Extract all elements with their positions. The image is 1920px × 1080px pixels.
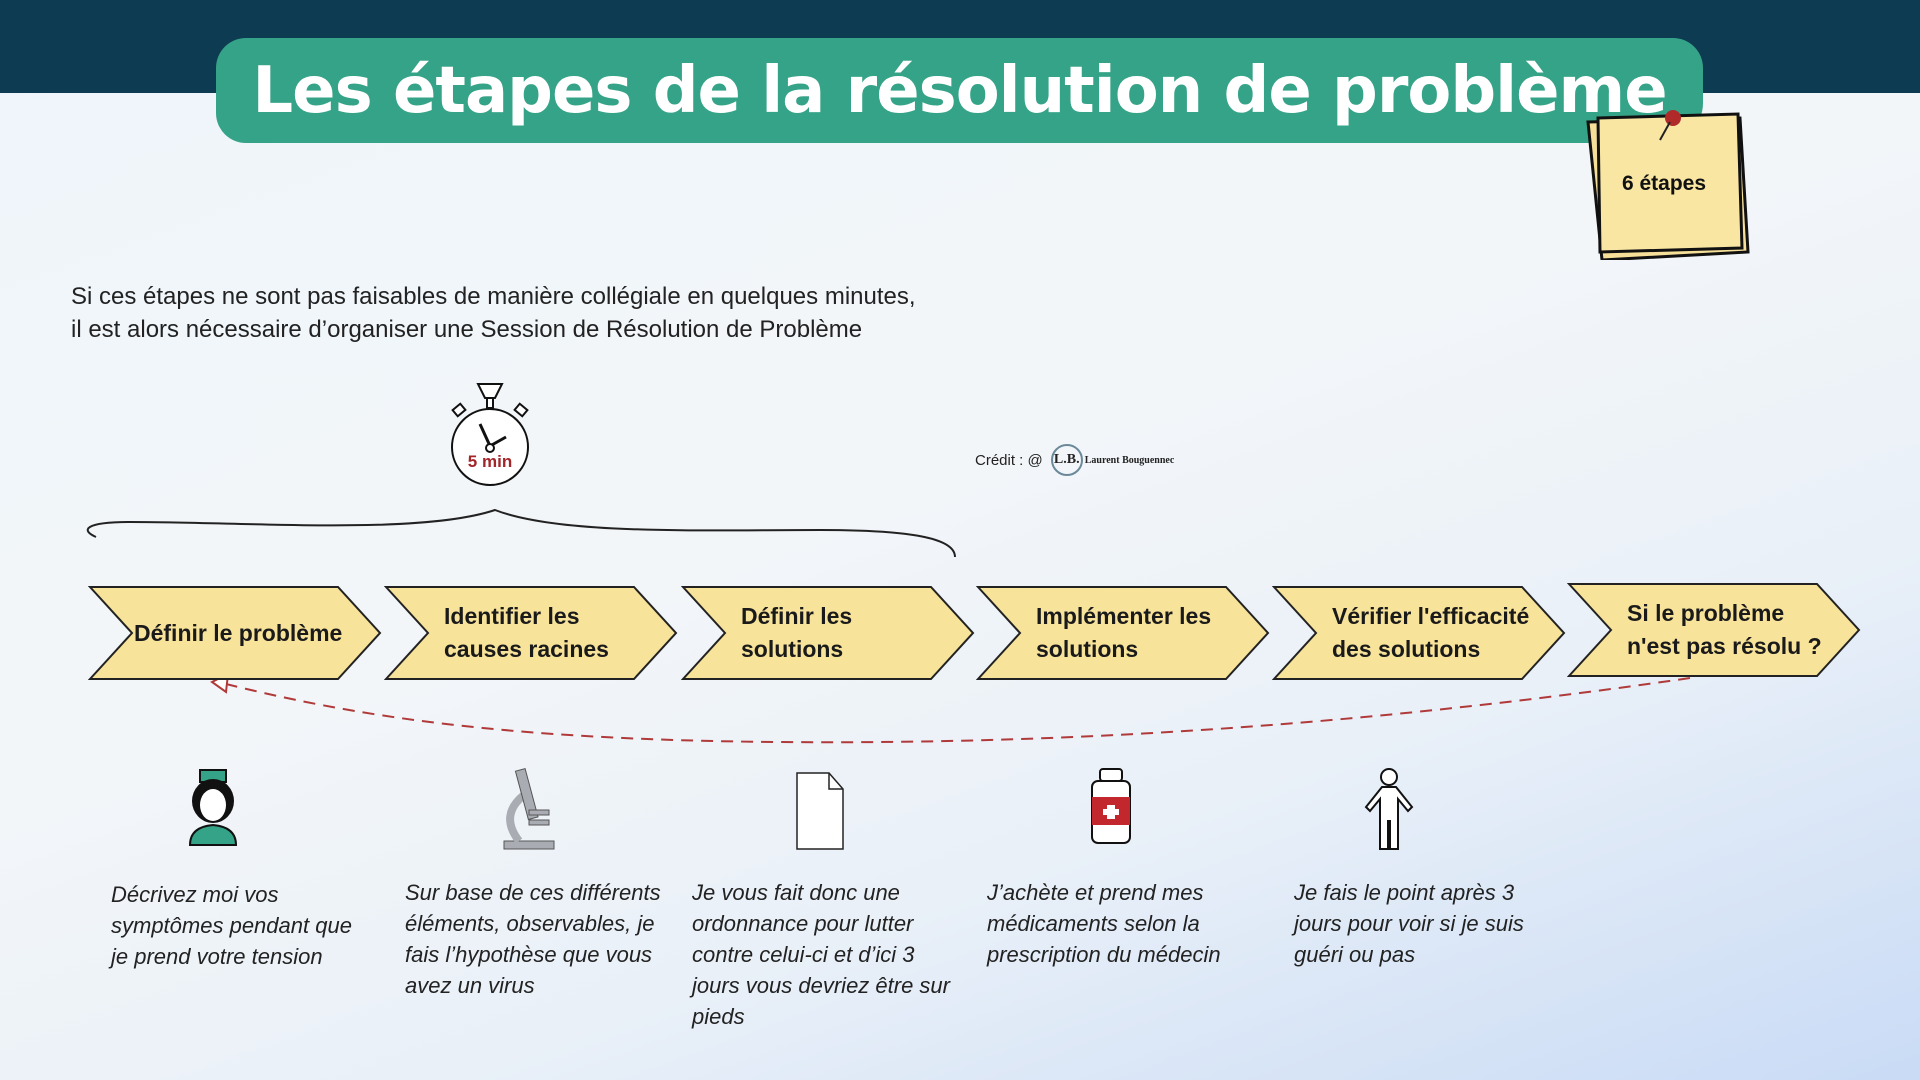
stopwatch-icon <box>451 383 529 486</box>
step-description: J’achète et prend mes médicaments selon … <box>987 880 1221 967</box>
microscope-icon <box>494 765 564 850</box>
author-logo: L.B. Laurent Bouguennec <box>1050 444 1175 476</box>
step-chevron-3: Définir les solutions <box>681 585 977 681</box>
chevron-shape <box>1272 586 1566 680</box>
step-description: Je vous fait donc une ordonnance pour lu… <box>692 880 950 1029</box>
chevron-shape <box>384 586 678 680</box>
title-banner: Les étapes de la résolution de problème <box>216 38 1703 143</box>
document-icon <box>783 765 853 850</box>
step-description: Je fais le point après 3 jours pour voir… <box>1294 880 1524 967</box>
step-label: Identifier les causes racines <box>444 603 609 662</box>
step-description: Sur base de ces différents éléments, obs… <box>405 880 661 998</box>
chevron-shape <box>88 586 382 680</box>
step-label: Définir les solutions <box>741 603 853 662</box>
step-chevron-4: Implémenter les solutions <box>976 585 1272 681</box>
credit-label: Crédit : @ <box>975 451 1043 469</box>
curly-brace <box>86 508 956 558</box>
step-label: Si le problème n'est pas résolu ? <box>1627 600 1822 659</box>
step-chevron-2: Identifier les causes racines <box>384 585 680 681</box>
loop-back-arrow <box>221 677 1691 744</box>
stopwatch: 5 min <box>440 380 540 490</box>
credit: Crédit : @ L.B. Laurent Bouguennec <box>975 444 1174 476</box>
logo-initials: L.B. <box>1050 444 1083 476</box>
intro-text: Si ces étapes ne sont pas faisables de m… <box>71 280 916 346</box>
step-chevron-6: Si le problème n'est pas résolu ? <box>1567 582 1863 678</box>
chevron-shape <box>681 586 975 680</box>
step-count: 6 étapes <box>1621 172 1707 195</box>
step-chevron-5: Vérifier l'efficacité des solutions <box>1272 585 1568 681</box>
intro-line-2: il est alors nécessaire d’organiser une … <box>71 316 863 343</box>
chevron-shape <box>1567 583 1861 677</box>
medicine-bottle-icon <box>1076 765 1146 850</box>
step-description: Décrivez moi vos symptômes pendant que j… <box>111 882 352 969</box>
step-chevron-1: Définir le problème <box>88 585 384 681</box>
intro-line-1: Si ces étapes ne sont pas faisables de m… <box>71 283 916 310</box>
chevron-shape <box>976 586 1270 680</box>
step-label: Vérifier l'efficacité des solutions <box>1332 603 1530 662</box>
person-icon <box>1354 765 1424 850</box>
pushpin-icon <box>1659 110 1681 141</box>
page-title: Les étapes de la résolution de problème <box>252 53 1667 128</box>
sticky-note: 6 étapes <box>1580 110 1750 262</box>
nurse-icon <box>178 765 248 850</box>
step-label: Implémenter les solutions <box>1036 603 1212 662</box>
logo-name: Laurent Bouguennec <box>1084 454 1175 466</box>
timer-label: 5 min <box>467 452 513 471</box>
step-label: Définir le problème <box>134 619 343 646</box>
sticky-note-paper <box>1586 110 1750 262</box>
